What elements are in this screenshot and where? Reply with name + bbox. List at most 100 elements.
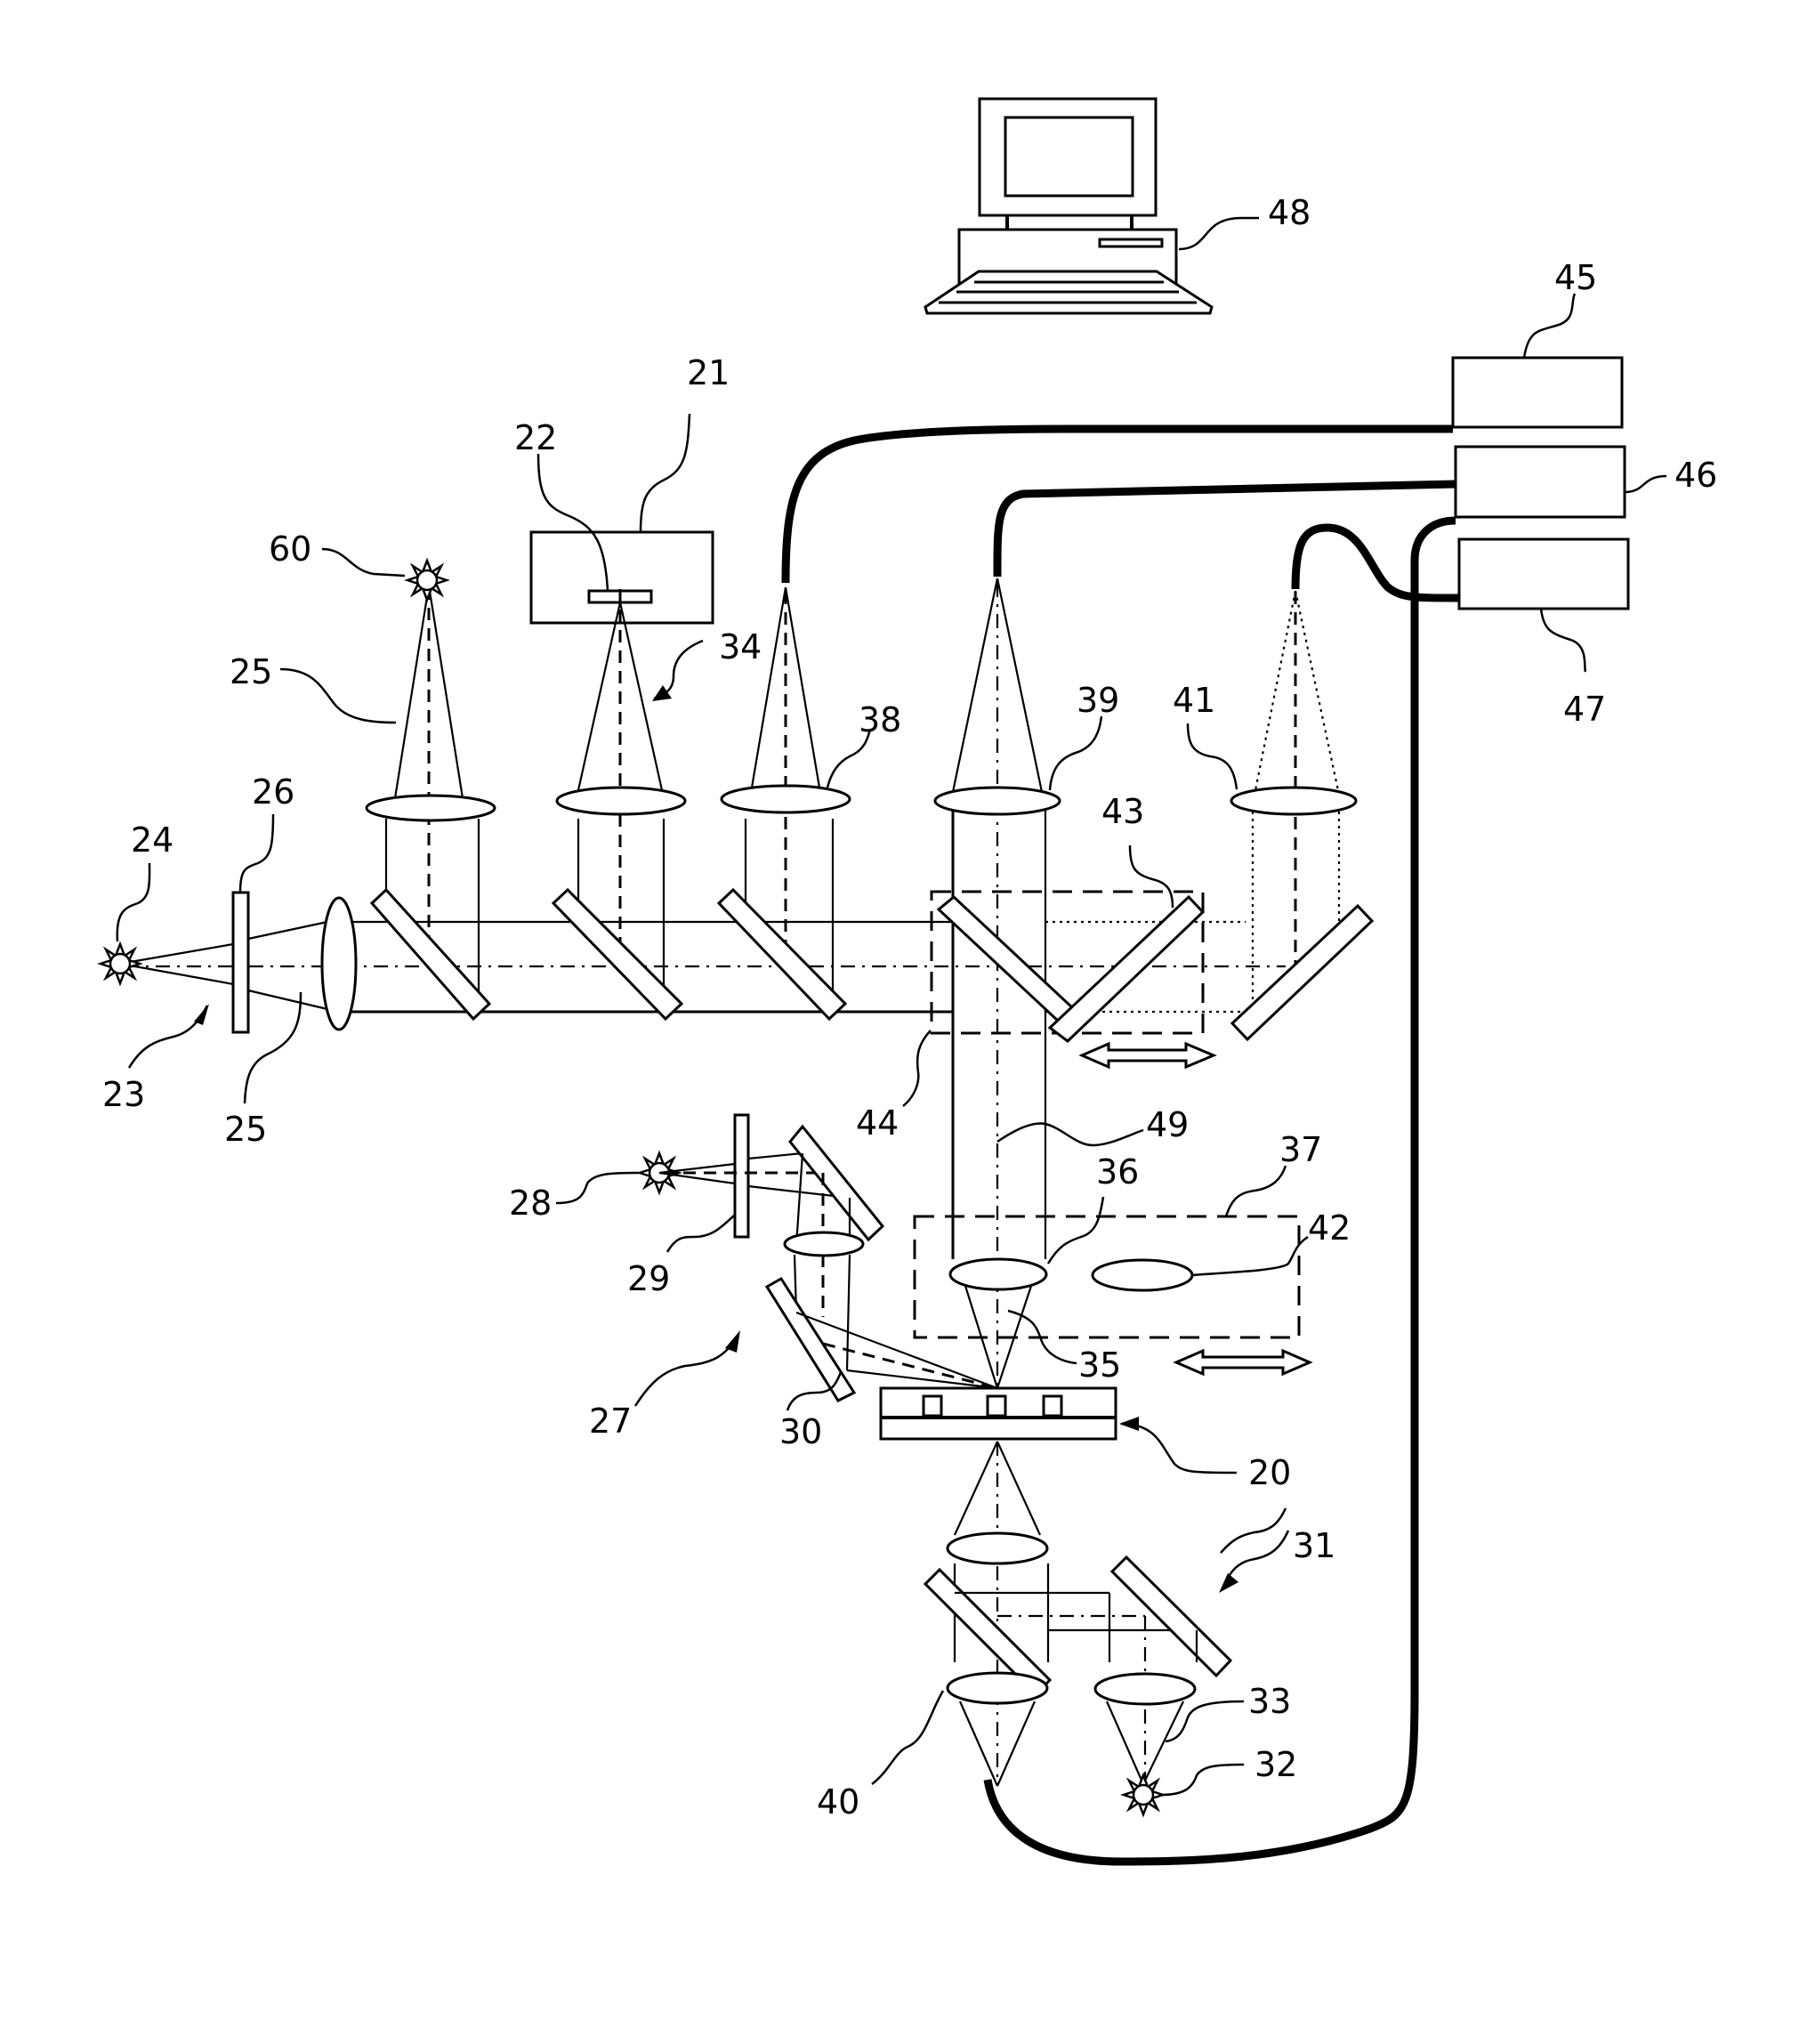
label-43: 43 [1101, 792, 1144, 831]
disk-drive [1098, 238, 1164, 248]
lens-camera [555, 786, 687, 816]
leader-60 [321, 547, 406, 578]
label-31: 31 [1293, 1526, 1335, 1565]
leader-41 [1186, 723, 1238, 790]
main-beam [119, 920, 1286, 1014]
focus-cone-right [996, 1285, 1033, 1389]
leader-29 [666, 1214, 736, 1253]
label-24: 24 [131, 820, 173, 860]
label-40: 40 [817, 1782, 859, 1822]
lower-path [923, 1441, 1233, 1789]
leader-31 [1220, 1507, 1287, 1554]
leader-48 [1178, 216, 1259, 251]
leader-23 [127, 1005, 209, 1069]
cable-fiber-38-to-45 [781, 424, 1453, 584]
slider-44-double-arrow [1078, 1041, 1217, 1070]
leader-42 [1191, 1235, 1309, 1277]
sample-well-1 [922, 1394, 943, 1418]
leader-44 [902, 1030, 932, 1107]
oblique-path-27 [658, 1124, 998, 1402]
light-source-24-icon [99, 942, 141, 985]
beam-splitter-lower [923, 1567, 1053, 1697]
label-20: 20 [1248, 1453, 1291, 1492]
column-source-60 [365, 585, 496, 1022]
detector-45 [1451, 356, 1624, 429]
leader-37 [1224, 1165, 1287, 1217]
alternate-lens-42 [1091, 1258, 1194, 1292]
label-39: 39 [1077, 681, 1119, 720]
arrow-34-head [652, 685, 672, 701]
label-27: 27 [589, 1402, 632, 1441]
leader-39 [1048, 715, 1103, 791]
label-25a: 25 [230, 652, 272, 691]
monitor-stand-left [1005, 215, 1009, 230]
leader-49 [996, 1122, 1144, 1147]
label-41: 41 [1173, 681, 1215, 720]
column-lens-38 [716, 586, 851, 1022]
leader-26 [238, 813, 275, 893]
column-lens-41 [1230, 590, 1375, 1042]
leader-27 [633, 1334, 740, 1407]
label-33: 33 [1248, 1682, 1291, 1721]
lower-lens-1 [946, 1531, 1049, 1565]
focus-cone-left [964, 1285, 999, 1389]
lens-27 [783, 1231, 865, 1257]
sample-well-3 [1042, 1394, 1063, 1418]
lens-60 [365, 794, 496, 822]
leader-40 [871, 1690, 945, 1785]
light-source-32-icon [1122, 1773, 1165, 1816]
column-camera [551, 589, 687, 1022]
leader-21 [639, 413, 691, 533]
leader-43 [1128, 844, 1174, 909]
filter-26 [231, 891, 250, 1034]
beam-splitter-3 [716, 887, 848, 1022]
leader-25a [279, 667, 397, 724]
label-26: 26 [252, 772, 294, 812]
label-29: 29 [627, 1259, 670, 1298]
detector-46 [1454, 445, 1626, 519]
label-23: 23 [102, 1075, 145, 1114]
beam-splitter-1 [369, 887, 492, 1022]
label-32: 32 [1254, 1745, 1297, 1784]
leader-46 [1624, 474, 1667, 494]
label-25b: 25 [224, 1110, 267, 1149]
lens-slider-37 [913, 1215, 1301, 1339]
label-42: 42 [1308, 1208, 1351, 1248]
leader-36 [1046, 1196, 1105, 1264]
leader-31-stem [1222, 1530, 1290, 1589]
label-36: 36 [1096, 1152, 1139, 1192]
beam-splitter-2 [551, 887, 684, 1022]
lens-40 [946, 1671, 1049, 1705]
leader-32 [1160, 1763, 1245, 1797]
label-46: 46 [1674, 456, 1717, 495]
mirror-27-upper [788, 1124, 885, 1242]
label-38: 38 [859, 700, 901, 739]
leader-38 [826, 729, 872, 788]
label-48: 48 [1268, 193, 1311, 232]
column-lens-39 [933, 578, 1090, 1388]
leader-25b [243, 991, 303, 1104]
mirror-27-lower [764, 1276, 857, 1402]
label-49: 49 [1146, 1105, 1189, 1144]
label-60: 60 [269, 529, 311, 569]
cable-fiber-41-to-47 [1291, 523, 1460, 602]
leader-35 [1007, 1309, 1077, 1365]
slider-37-double-arrow [1173, 1348, 1313, 1377]
lens-38 [720, 784, 851, 814]
label-34: 34 [719, 627, 762, 667]
leader-33 [1165, 1700, 1245, 1743]
label-28: 28 [509, 1184, 552, 1223]
leader-45 [1522, 293, 1577, 359]
monitor-stand-right [1130, 215, 1133, 230]
objective-lens-36 [948, 1257, 1048, 1291]
leader-30 [786, 1371, 843, 1411]
label-30: 30 [779, 1412, 822, 1451]
cable-detector-loop [983, 516, 1456, 1866]
arrow-27-head [725, 1330, 740, 1353]
leader-47 [1539, 608, 1587, 673]
mirror-41 [1230, 903, 1375, 1042]
label-35: 35 [1078, 1345, 1121, 1385]
sample-20 [879, 1386, 1117, 1441]
mirror-31 [1109, 1555, 1233, 1678]
monitor-screen [1004, 116, 1134, 198]
